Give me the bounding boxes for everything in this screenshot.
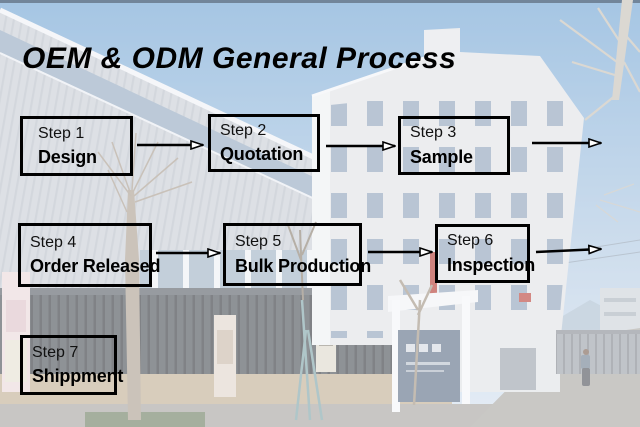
step-name: Inspection xyxy=(447,254,536,275)
young-staked-tree xyxy=(287,221,434,421)
step-name: Quotation xyxy=(220,144,304,165)
step-box-quotation: Step 2 Quotation xyxy=(208,114,320,172)
step-box-sample: Step 3 Sample xyxy=(398,116,510,175)
step-name: Bulk Production xyxy=(235,255,371,276)
step-box-design: Step 1 Design xyxy=(20,116,133,176)
step-number: Step 4 xyxy=(30,233,77,251)
step-box-order-released: Step 4 Order Released xyxy=(18,223,161,287)
step-number: Step 6 xyxy=(447,232,494,250)
step-name: Design xyxy=(38,147,97,168)
step-number: Step 2 xyxy=(220,121,267,139)
step-number: Step 1 xyxy=(38,124,85,142)
step-number: Step 5 xyxy=(235,233,282,251)
page-title: OEM & ODM General Process xyxy=(22,42,457,75)
step-name: Order Released xyxy=(30,256,161,277)
roadside-fence-right xyxy=(556,330,640,374)
step-number: Step 7 xyxy=(32,343,79,361)
right-bare-tree xyxy=(559,0,640,223)
step-box-bulk-production: Step 5 Bulk Production xyxy=(223,223,371,286)
tall-office-building xyxy=(311,28,584,345)
gate-entrance xyxy=(388,290,560,412)
step-box-inspection: Step 6 Inspection xyxy=(435,224,536,283)
arrow-step6-onward xyxy=(535,249,601,252)
step-name: Shippment xyxy=(32,366,124,387)
step-box-shippment: Step 7 Shippment xyxy=(20,335,124,395)
step-number: Step 3 xyxy=(410,124,457,142)
scooter-rider xyxy=(581,349,590,386)
step-name: Sample xyxy=(410,146,473,167)
